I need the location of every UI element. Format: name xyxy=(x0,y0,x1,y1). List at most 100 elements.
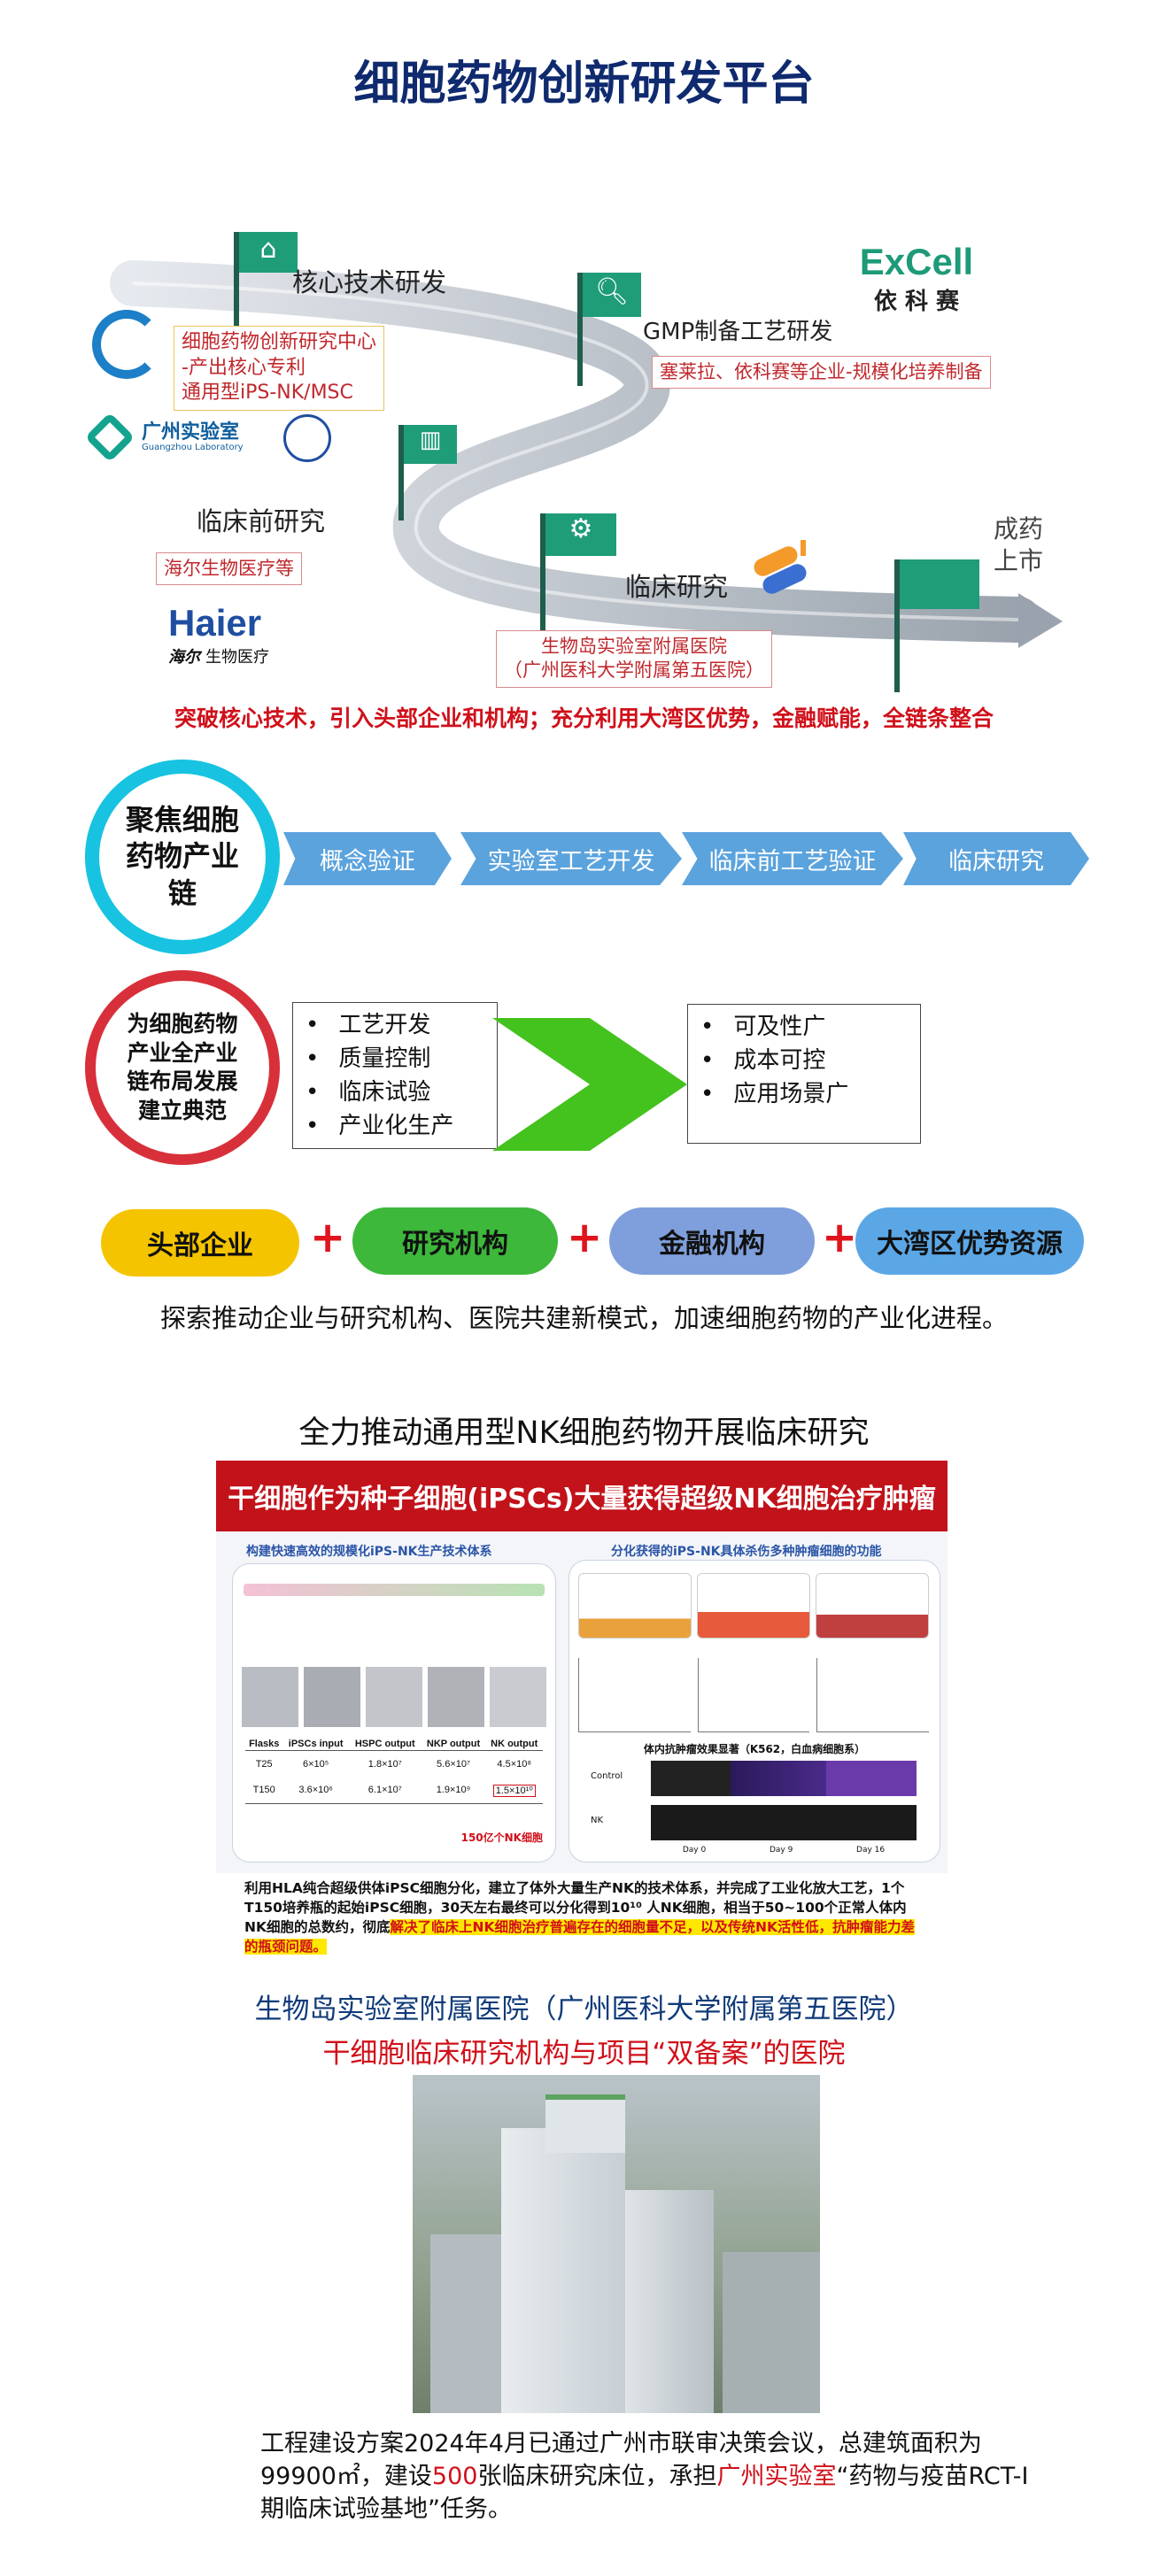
clinical-line-2: （广州医科大学附属第五医院） xyxy=(504,659,764,682)
hospital-photo xyxy=(413,2075,820,2413)
nk-banner: 干细胞作为种子细胞(iPSCs)大量获得超级NK细胞治疗肿瘤 xyxy=(216,1461,948,1531)
stage-market-label: 成药 上市 xyxy=(994,513,1043,578)
roadmap-section: ⌂ 核心技术研发 🔍︎ GMP制备工艺研发 塞莱拉、依科赛等企业-规模化培养制备… xyxy=(0,212,1168,744)
gz-lab-icon xyxy=(84,412,135,463)
day-16: Day 16 xyxy=(856,1846,886,1855)
output-table: Flasks iPSCs input HSPC output NKP outpu… xyxy=(245,1738,543,1804)
th-hspc: HSPC output xyxy=(354,1739,415,1749)
left-item-1: 工艺开发 xyxy=(306,1008,488,1042)
core-tech-line-2: -产出核心专利 xyxy=(182,356,306,379)
page-title: 细胞药物创新研发平台 xyxy=(353,58,815,111)
stage-preclinical-box: 海尔生物医疗等 xyxy=(156,552,302,586)
curve-panels xyxy=(578,1658,930,1732)
excell-brand: ExCell xyxy=(859,241,974,282)
day-labels: Day 0 Day 9 Day 16 xyxy=(651,1846,917,1855)
nk-paragraph: 利用HLA纯合超级供体iPSC细胞分化，建立了体外大量生产NK的技术体系，并完成… xyxy=(244,1878,926,1956)
excell-cn: 依 科 赛 xyxy=(873,289,960,315)
right-item-1: 可及性广 xyxy=(700,1010,911,1044)
stage-gmp-label: GMP制备工艺研发 xyxy=(643,319,833,345)
stage-preclinical-label: 临床前研究 xyxy=(197,506,326,536)
plus-3: + xyxy=(822,1213,858,1262)
mouse-title: 体内抗肿瘤效果显著（K562，白血病细胞系） xyxy=(643,1743,866,1755)
hospital-title-1: 生物岛实验室附属医院（广州医科大学附属第五医院） xyxy=(254,1994,914,2025)
workflow-strip xyxy=(244,1584,545,1596)
left-panel: Flasks iPSCs input HSPC output NKP outpu… xyxy=(232,1563,556,1863)
th-ipsc: iPSCs input xyxy=(288,1739,344,1749)
haier-logo: Haier 海尔生物医疗 xyxy=(168,602,301,667)
road-graphic xyxy=(110,260,1063,648)
clinical-line-1: 生物岛实验室附属医院 xyxy=(541,636,727,657)
mouse-row-label-nk: NK xyxy=(591,1816,604,1825)
desc-bed-count: 500 xyxy=(431,2463,478,2490)
cell: 5.6×10⁷ xyxy=(437,1758,470,1770)
excell-logo: ExCell 依 科 赛 xyxy=(841,241,992,316)
chain-step-2: 实验室工艺开发 xyxy=(460,832,682,885)
university-seal-icon xyxy=(283,414,331,462)
right-item-3: 应用场景广 xyxy=(700,1077,911,1111)
cell: 1.5×10¹⁰ xyxy=(485,1778,543,1804)
core-tech-line-3: 通用型iPS-NK/MSC xyxy=(182,382,353,405)
mouse-row-nk xyxy=(651,1805,917,1840)
cell: 1.8×10⁷ xyxy=(367,1758,402,1770)
gear-icon: ⚙ xyxy=(569,513,593,544)
cell: T25 xyxy=(255,1758,273,1770)
haier-en: Haier xyxy=(168,602,262,644)
nk-heading: 全力推动通用型NK细胞药物开展临床研究 xyxy=(298,1415,870,1451)
nk-output-highlight: 1.5×10¹⁰ xyxy=(492,1784,536,1797)
cell: 1.9×10⁹ xyxy=(436,1785,471,1796)
stage-clinical-label: 临床研究 xyxy=(625,572,729,602)
day-0: Day 0 xyxy=(682,1846,707,1855)
desc-part-b: 张临床研究床位，承担 xyxy=(477,2463,717,2490)
right-panel: 体内抗肿瘤效果显著（K562，白血病细胞系） Control NK Day 0 … xyxy=(569,1560,940,1863)
bar-panels xyxy=(578,1573,929,1639)
stage-clinical-box: 生物岛实验室附属医院 （广州医科大学附属第五医院） xyxy=(496,630,772,688)
right-panel-title: 分化获得的iPS-NK具体杀伤多种肿瘤细胞的功能 xyxy=(611,1545,882,1559)
cell: 3.6×10⁶ xyxy=(298,1785,333,1796)
green-arrow-icon xyxy=(492,1018,687,1151)
nk-para-normal: 利用HLA纯合超级供体iPSC细胞分化，建立了体外大量生产NK的技术体系，并完成… xyxy=(244,1880,907,1935)
pill-head-enterprise: 头部企业 xyxy=(101,1209,299,1276)
cell: 4.5×10⁸ xyxy=(497,1758,532,1770)
pill-finance: 金融机构 xyxy=(609,1207,815,1275)
nk-banner-text: 干细胞作为种子细胞(iPSCs)大量获得超级NK细胞治疗肿瘤 xyxy=(228,1484,936,1515)
core-tech-line-1: 细胞药物创新研究中心 xyxy=(182,331,377,353)
chain-circle-label: 聚焦细胞药物产业链 xyxy=(125,802,239,910)
gz-lab-cn: 广州实验室 xyxy=(142,421,240,443)
pill-research: 研究机构 xyxy=(352,1207,558,1275)
stage-gmp-box: 塞莱拉、依科赛等企业-规模化培养制备 xyxy=(652,356,991,389)
market-line-2: 上市 xyxy=(994,546,1044,576)
haier-cn: 生物医疗 xyxy=(205,648,269,667)
th-nkp: NKP output xyxy=(426,1739,481,1749)
mouse-row-control xyxy=(651,1761,917,1796)
table-row: T150 3.6×10⁶ 6.1×10⁷ 1.9×10⁹ 1.5×10¹⁰ xyxy=(245,1778,543,1804)
desc-part-a: 工程建设方案2024年4月已通过广州市联审决策会议，总建筑面积为99900㎡，建… xyxy=(260,2430,982,2490)
stage-core-tech-box: 细胞药物创新研究中心 -产出核心专利 通用型iPS-NK/MSC xyxy=(174,326,384,411)
th-nk: NK output xyxy=(491,1739,538,1749)
magnifier-icon: 🔍︎ xyxy=(594,276,630,307)
hospital-logo-icon xyxy=(749,536,811,598)
plus-2: + xyxy=(567,1213,603,1262)
right-item-2: 成本可控 xyxy=(700,1044,911,1077)
model-circle-label: 为细胞药物产业全产业链布局发展建立典范 xyxy=(127,1011,238,1123)
haier-cn-sign: 海尔 xyxy=(168,648,200,667)
bar-chart-icon: ▥ xyxy=(419,427,442,453)
gz-lab-en: Guangzhou Laboratory xyxy=(142,443,244,452)
mouse-row-label-control: Control xyxy=(591,1771,623,1781)
cell: 6×10⁵ xyxy=(302,1758,329,1770)
cell: T150 xyxy=(252,1785,275,1796)
left-item-4: 产业化生产 xyxy=(306,1109,488,1143)
cell: 6.1×10⁷ xyxy=(367,1785,402,1796)
left-item-2: 质量控制 xyxy=(306,1042,488,1076)
model-right-list: 可及性广 成本可控 应用场景广 xyxy=(687,1004,921,1144)
chain-step-4: 临床研究 xyxy=(903,832,1089,885)
cell-images xyxy=(242,1667,546,1727)
desc-part-c: “药物与疫苗RCT-I期临床试验基地”任务。 xyxy=(260,2463,1029,2523)
chain-step-1: 概念验证 xyxy=(283,832,452,885)
table-row: T25 6×10⁵ 1.8×10⁷ 5.6×10⁷ 4.5×10⁸ xyxy=(245,1751,543,1778)
plus-1: + xyxy=(310,1213,346,1262)
model-circle: 为细胞药物产业全产业链布局发展建立典范 xyxy=(85,970,280,1165)
hospital-description: 工程建设方案2024年4月已通过广州市联审决策会议，总建筑面积为99900㎡，建… xyxy=(260,2427,1048,2526)
stage-core-tech-label: 核心技术研发 xyxy=(292,267,447,297)
market-line-1: 成药 xyxy=(994,514,1044,544)
desc-lab: 广州实验室 xyxy=(716,2463,837,2490)
